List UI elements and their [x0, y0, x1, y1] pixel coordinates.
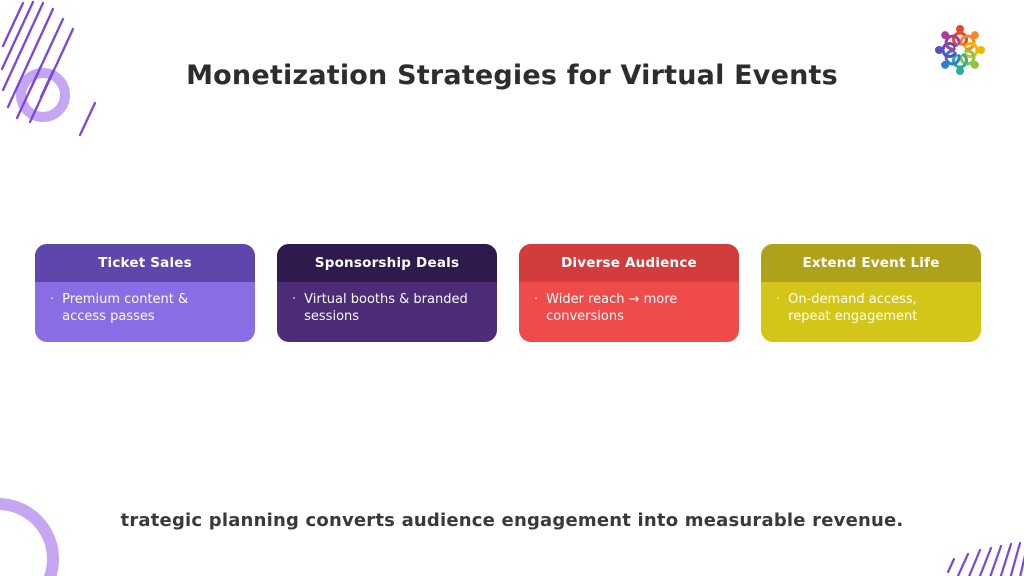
arc-ring-bottom-left [0, 498, 59, 576]
card-bullet-text: On-demand access, repeat engagement [788, 292, 918, 324]
strategy-card: Extend Event Life · On-demand access, re… [761, 244, 981, 342]
card-bullet-text: Wider reach → more conversions [546, 292, 678, 324]
strategy-card: Sponsorship Deals · Virtual booths & bra… [277, 244, 497, 342]
card-body: · Wider reach → more conversions [519, 282, 739, 342]
card-header-label: Sponsorship Deals [277, 244, 497, 282]
card-body: · Virtual booths & branded sessions [277, 282, 497, 342]
bullet-dot-icon: · [776, 292, 781, 307]
hatch-lines-bottom-right [946, 541, 1024, 576]
bullet-dot-icon: · [292, 292, 297, 307]
card-bullet-text: Premium content & access passes [62, 292, 189, 324]
bullet-dot-icon: · [534, 292, 539, 307]
card-bullet-text: Virtual booths & branded sessions [304, 292, 468, 324]
card-header-label: Diverse Audience [519, 244, 739, 282]
community-swirl-logo [935, 25, 985, 75]
card-header-label: Extend Event Life [761, 244, 981, 282]
card-body: · Premium content & access passes [35, 282, 255, 342]
bullet-dot-icon: · [50, 292, 55, 307]
card-body: · On-demand access, repeat engagement [761, 282, 981, 342]
footer-takeaway-text: trategic planning converts audience enga… [120, 510, 904, 531]
diagonal-lines-icon [946, 541, 1024, 576]
card-header-label: Ticket Sales [35, 244, 255, 282]
strategy-card: Ticket Sales · Premium content & access … [35, 244, 255, 342]
slide-title: Monetization Strategies for Virtual Even… [186, 60, 838, 92]
strategy-card: Diverse Audience · Wider reach → more co… [519, 244, 739, 342]
strategy-cards-row: Ticket Sales · Premium content & access … [35, 244, 981, 342]
